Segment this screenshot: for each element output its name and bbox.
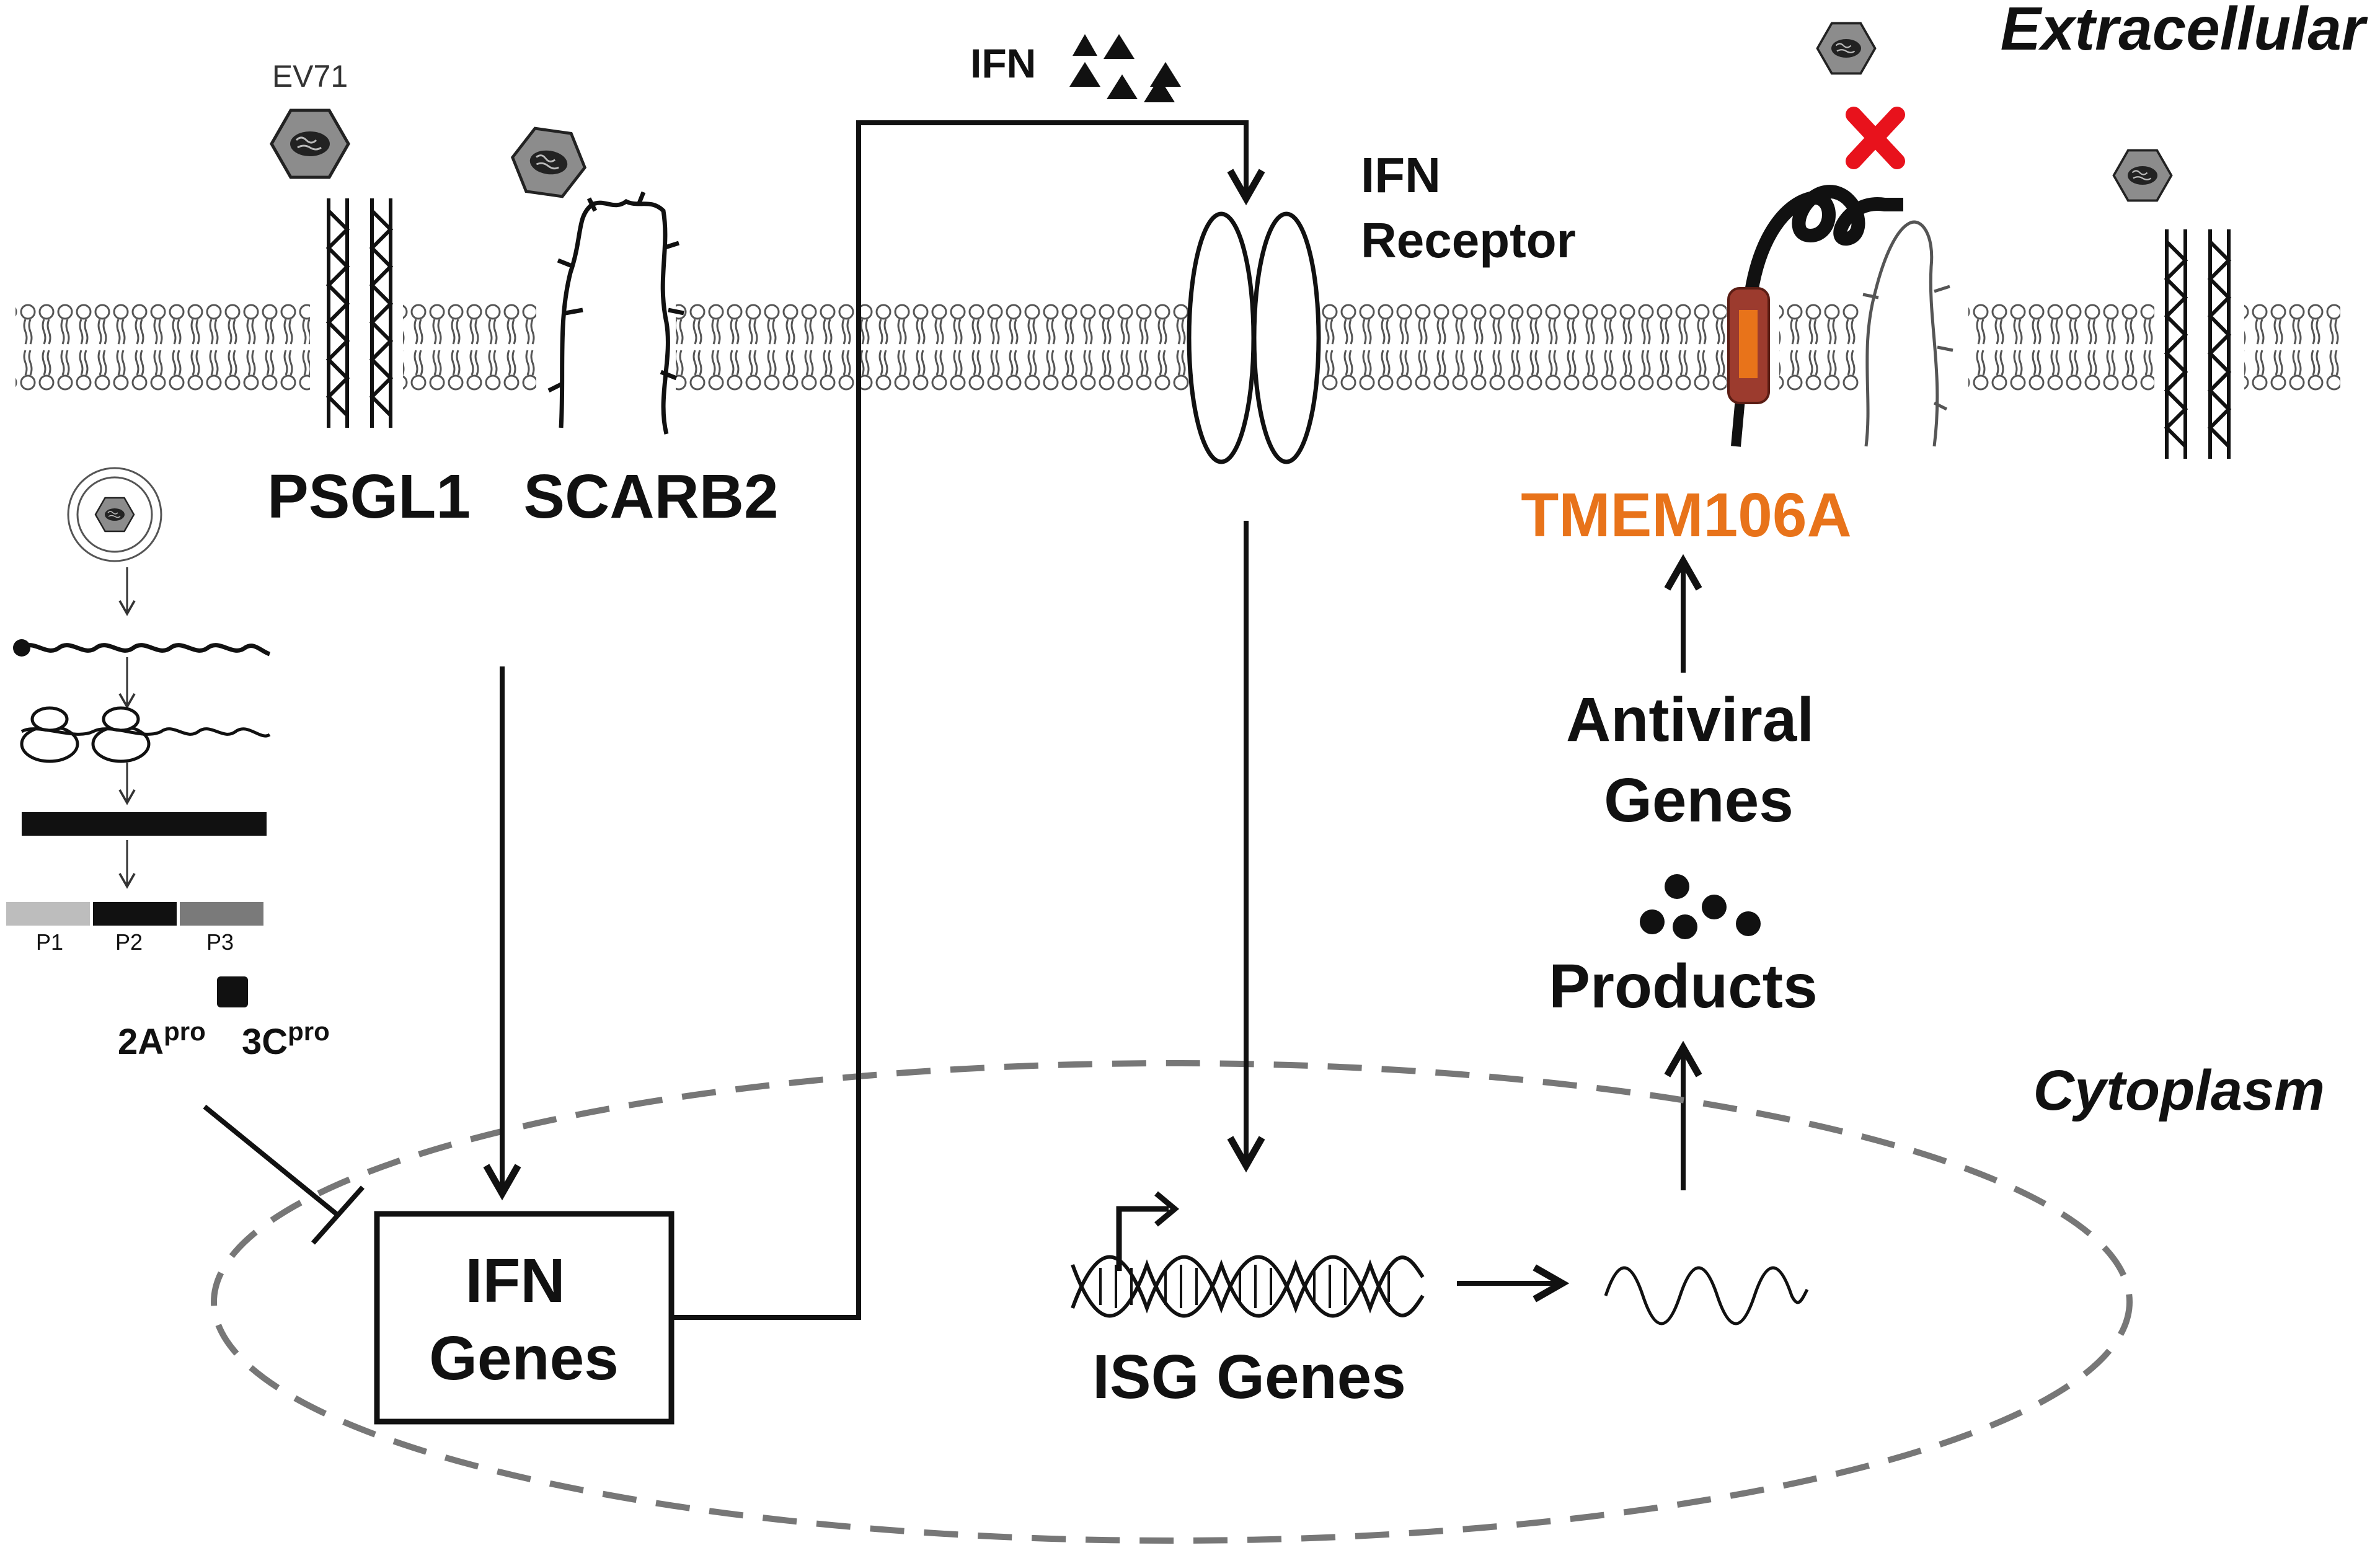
inhibition-line bbox=[203, 1104, 340, 1218]
ifn-receptor-line2: Receptor bbox=[1361, 213, 1576, 268]
p3-label: P3 bbox=[206, 929, 234, 955]
dna-helix-icon bbox=[1071, 1191, 1425, 1318]
ifn-receptor-line1: IFN bbox=[1361, 148, 1441, 203]
antiviral-line1: Antiviral bbox=[1566, 685, 1814, 754]
psgl1-receptor bbox=[325, 198, 394, 428]
protease-3c-sup: pro bbox=[288, 1017, 330, 1046]
protease-icon bbox=[217, 976, 248, 1007]
virion-icon bbox=[1816, 22, 1877, 75]
protease-2a: 2A bbox=[118, 1022, 164, 1062]
p2-label: P2 bbox=[115, 929, 143, 955]
arrow-ifn-genes-to-receptor bbox=[671, 120, 1265, 1320]
cell-membrane bbox=[15, 304, 2340, 391]
p3-segment bbox=[180, 902, 263, 926]
triangle-cluster-icon bbox=[1069, 34, 1181, 102]
polyprotein-bar bbox=[22, 812, 267, 836]
scarb2-receptor bbox=[547, 191, 684, 435]
cytoplasm-label: Cytoplasm bbox=[2033, 1059, 2325, 1122]
p1-label: P1 bbox=[36, 929, 63, 955]
red-x-icon bbox=[1846, 107, 1905, 169]
protease-2a-sup: pro bbox=[164, 1017, 206, 1046]
scarb2-label: SCARB2 bbox=[523, 462, 778, 531]
faded-scarb2-receptor bbox=[1862, 220, 1953, 447]
ifn-ligand-label: IFN bbox=[970, 40, 1036, 86]
virion-icon bbox=[508, 126, 590, 199]
extracellular-label: Extracellular bbox=[2001, 0, 2368, 63]
ifn-genes-line2: Genes bbox=[429, 1324, 619, 1393]
protease-3c: 3C bbox=[242, 1022, 288, 1062]
isg-genes-label: ISG Genes bbox=[1092, 1342, 1406, 1412]
p2-segment bbox=[93, 902, 177, 926]
protease-labels: 2Apro 3Cpro bbox=[118, 1008, 330, 1062]
tmem106a-protein bbox=[1727, 185, 1903, 447]
viral-rna-icon bbox=[20, 643, 271, 657]
antiviral-genes-label: Antiviral Genes bbox=[1566, 685, 1831, 835]
virion-icon bbox=[2112, 149, 2173, 202]
ifn-receptor bbox=[1187, 211, 1321, 464]
tmem106a-core bbox=[1739, 310, 1758, 378]
faded-psgl1-receptor bbox=[2164, 229, 2232, 459]
inhibition-bar bbox=[311, 1185, 365, 1245]
ifn-genes-box bbox=[374, 1211, 675, 1425]
ifn-genes-line1: IFN bbox=[466, 1246, 565, 1316]
nucleus-boundary bbox=[211, 1060, 2133, 1544]
virion-icon bbox=[94, 497, 135, 533]
wave-mrna-icon bbox=[1604, 1266, 1809, 1325]
viral-replication-cycle: P1 P2 P3 2Apro 3Cpro bbox=[6, 467, 330, 1062]
ifn-genes-label: IFN Genes bbox=[429, 1246, 619, 1393]
ifn-receptor-label: IFN Receptor bbox=[1361, 148, 1576, 268]
endosome-icon bbox=[67, 467, 162, 562]
tmem106a-label: TMEM106A bbox=[1521, 480, 1851, 550]
psgl1-label: PSGL1 bbox=[267, 462, 471, 531]
p1-segment bbox=[6, 902, 90, 926]
virion-icon bbox=[272, 110, 348, 177]
products-label: Products bbox=[1549, 952, 1817, 1021]
dot-cluster-icon bbox=[1640, 874, 1761, 939]
ev71-label: EV71 bbox=[272, 59, 348, 94]
antiviral-line2: Genes bbox=[1604, 766, 1794, 835]
